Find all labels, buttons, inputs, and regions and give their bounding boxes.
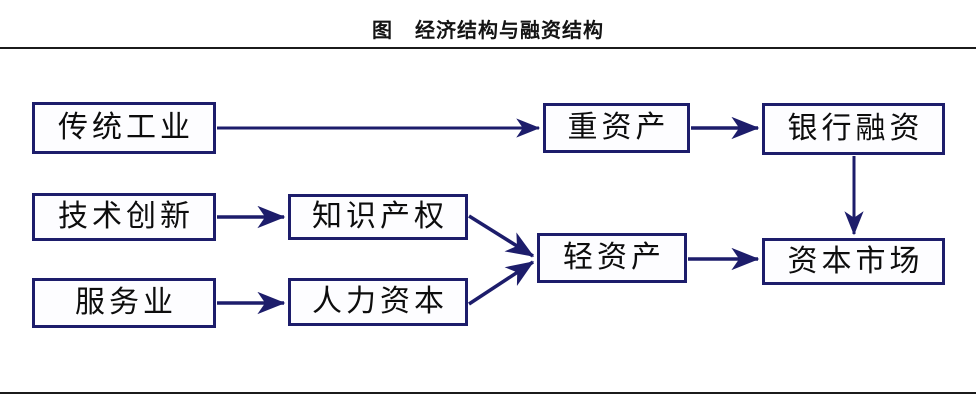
node-label: 银行融资 [787,112,924,145]
edge-ip-to-lightasset [468,214,535,258]
node-service-industry[interactable]: 服务业 [32,278,216,328]
node-human-capital[interactable]: 人力资本 [288,278,468,326]
node-traditional-industry[interactable]: 传统工业 [32,102,216,154]
node-label: 轻资产 [563,241,665,274]
node-label: 重资产 [567,111,670,144]
node-intellectual-property[interactable]: 知识产权 [288,194,468,240]
node-bank-financing[interactable]: 银行融资 [762,103,945,155]
node-label: 资本市场 [787,244,924,278]
figure-label: 图 [372,20,393,42]
top-rule [0,47,976,49]
node-label: 知识产权 [312,200,448,233]
figure-title-text: 经济结构与融资结构 [415,20,604,42]
node-label: 传统工业 [58,111,194,144]
node-label: 服务业 [75,286,177,319]
node-label: 人力资本 [312,285,448,318]
footnote-text [18,394,658,403]
edge-humancap-to-lightasset [468,260,535,306]
node-light-asset[interactable]: 轻资产 [537,233,687,283]
node-label: 技术创新 [58,200,194,233]
node-technological-innovation[interactable]: 技术创新 [32,193,216,241]
figure-title: 图经济结构与融资结构 [0,14,976,43]
flow-diagram: 传统工业 技术创新 服务业 知识产权 人力资本 重资产 轻资产 银行融资 资本市… [0,48,976,392]
node-capital-market[interactable]: 资本市场 [762,238,945,285]
node-heavy-asset[interactable]: 重资产 [543,103,690,153]
diagram-edges [217,116,864,315]
bottom-rule [0,392,976,394]
